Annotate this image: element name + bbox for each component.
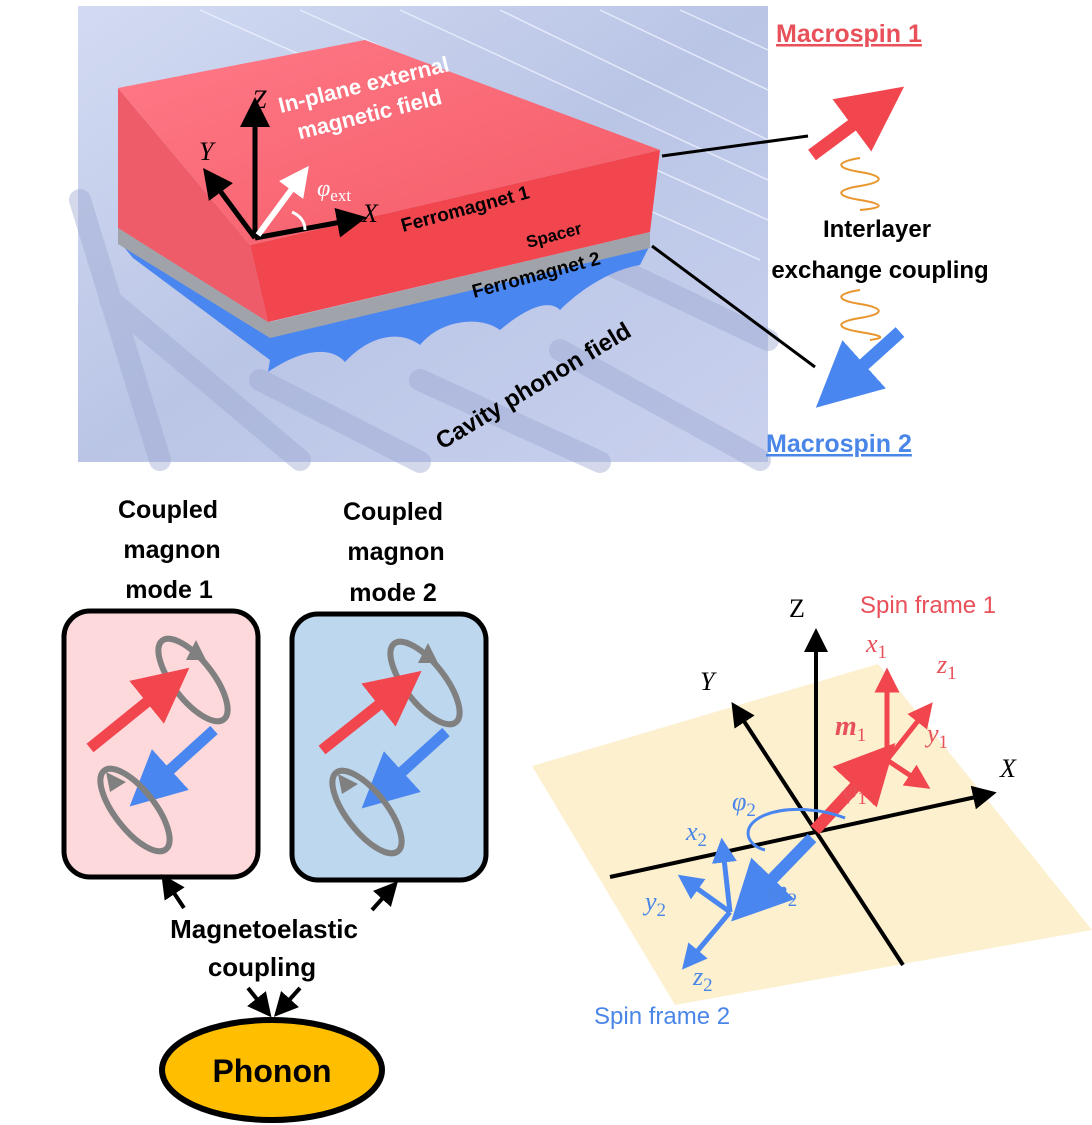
label-macrospin2: Macrospin 2	[766, 430, 912, 458]
label-y: Y	[199, 137, 216, 166]
cavity-grooves	[69, 189, 779, 473]
label-spin-frame2: Spin frame 2	[594, 1003, 730, 1030]
arrow-to-phonon-right	[273, 986, 302, 1017]
macrospin1-arrow	[808, 86, 905, 161]
phonon-node	[159, 1017, 385, 1123]
label-coupling-line1: Interlayer	[823, 216, 931, 243]
label-lab-y: Y	[700, 667, 717, 696]
exchange-spring-top	[840, 157, 880, 211]
label-phi1: φ1	[843, 775, 867, 809]
mode2-title-line1: Coupled	[343, 498, 443, 526]
label-x2: x2	[685, 817, 707, 851]
spin-arrow-red	[318, 670, 422, 755]
rotation-arrowhead-top	[186, 640, 206, 660]
ferromagnet1-front-face	[250, 150, 660, 322]
m1-arrow	[810, 742, 896, 835]
device-illustration: Z Y X φext In-plane external magnetic fi…	[69, 6, 779, 473]
label-lab-x: X	[999, 754, 1017, 783]
phi1-arc	[866, 775, 878, 806]
precession-orbit-bottom	[97, 765, 173, 855]
z2-axis	[681, 910, 732, 970]
spin-arrow-blue	[129, 725, 218, 807]
macrospin2-arrow	[815, 327, 905, 408]
label-z2: z2	[692, 962, 713, 996]
label-z1: z1	[936, 650, 957, 684]
mode1-box	[61, 608, 261, 880]
m2-arrow	[731, 833, 817, 922]
label-x1: x1	[865, 629, 887, 663]
label-m2: m2	[766, 876, 797, 911]
y2-axis	[677, 874, 732, 915]
phi-ext-arc	[291, 210, 307, 231]
label-z: Z	[252, 85, 267, 114]
label-x: X	[361, 199, 379, 228]
mode1-title-line1: Coupled	[118, 496, 218, 524]
mode2-title-line2: magnon	[347, 538, 444, 566]
label-phonon: Phonon	[212, 1053, 331, 1089]
label-y2: y2	[642, 887, 666, 921]
lab-x-axis	[609, 785, 997, 879]
rotation-arrowhead-top	[418, 643, 438, 663]
arrow-to-mode1	[161, 874, 186, 910]
spin-arrow-red	[86, 667, 190, 753]
mode2-title-line3: mode 2	[349, 579, 437, 607]
spin-frame-diagram: Z Y X Spin frame 1 x1 z1 y1 m1 φ1 x2 φ2 …	[532, 592, 1092, 1030]
exchange-spring-bottom	[840, 289, 882, 341]
connector-ferromagnet2	[651, 244, 816, 369]
connector-ferromagnet1	[661, 134, 809, 158]
ferromagnet1-left-face	[118, 88, 268, 322]
external-field-arrow	[255, 165, 309, 237]
label-y1: y1	[924, 719, 948, 753]
phi2-arc	[746, 807, 846, 852]
coupled-modes-diagram: Coupled magnon mode 1 Coupled magnon mod…	[61, 496, 489, 1123]
label-phi-ext: φext	[317, 176, 351, 205]
rotation-arrowhead-bottom	[338, 774, 358, 794]
label-m1: m1	[835, 711, 866, 746]
label-coupling-line2: exchange coupling	[771, 257, 988, 284]
label-lab-z: Z	[789, 594, 805, 623]
x2-axis	[711, 837, 737, 913]
mode2-box	[289, 611, 489, 883]
arrow-to-mode2	[370, 881, 399, 912]
y-axis	[203, 167, 258, 240]
precession-orbit-bottom	[329, 767, 405, 857]
mode1-title-line3: mode 1	[125, 576, 213, 604]
rotation-arrowhead-bottom	[106, 772, 126, 792]
label-phi2: φ2	[732, 787, 756, 821]
label-magnetoelastic-line1: Magnetoelastic	[170, 914, 358, 944]
mode1-title-line2: magnon	[123, 536, 220, 564]
label-magnetoelastic-line2: coupling	[208, 952, 316, 982]
label-spin-frame1: Spin frame 1	[860, 592, 996, 619]
z1-axis	[885, 702, 933, 762]
arrow-to-phonon-left	[246, 986, 272, 1018]
spin-arrow-blue	[361, 727, 450, 809]
y1-axis	[885, 757, 931, 789]
lab-y-axis	[731, 701, 905, 967]
label-macrospin1: Macrospin 1	[776, 20, 922, 48]
